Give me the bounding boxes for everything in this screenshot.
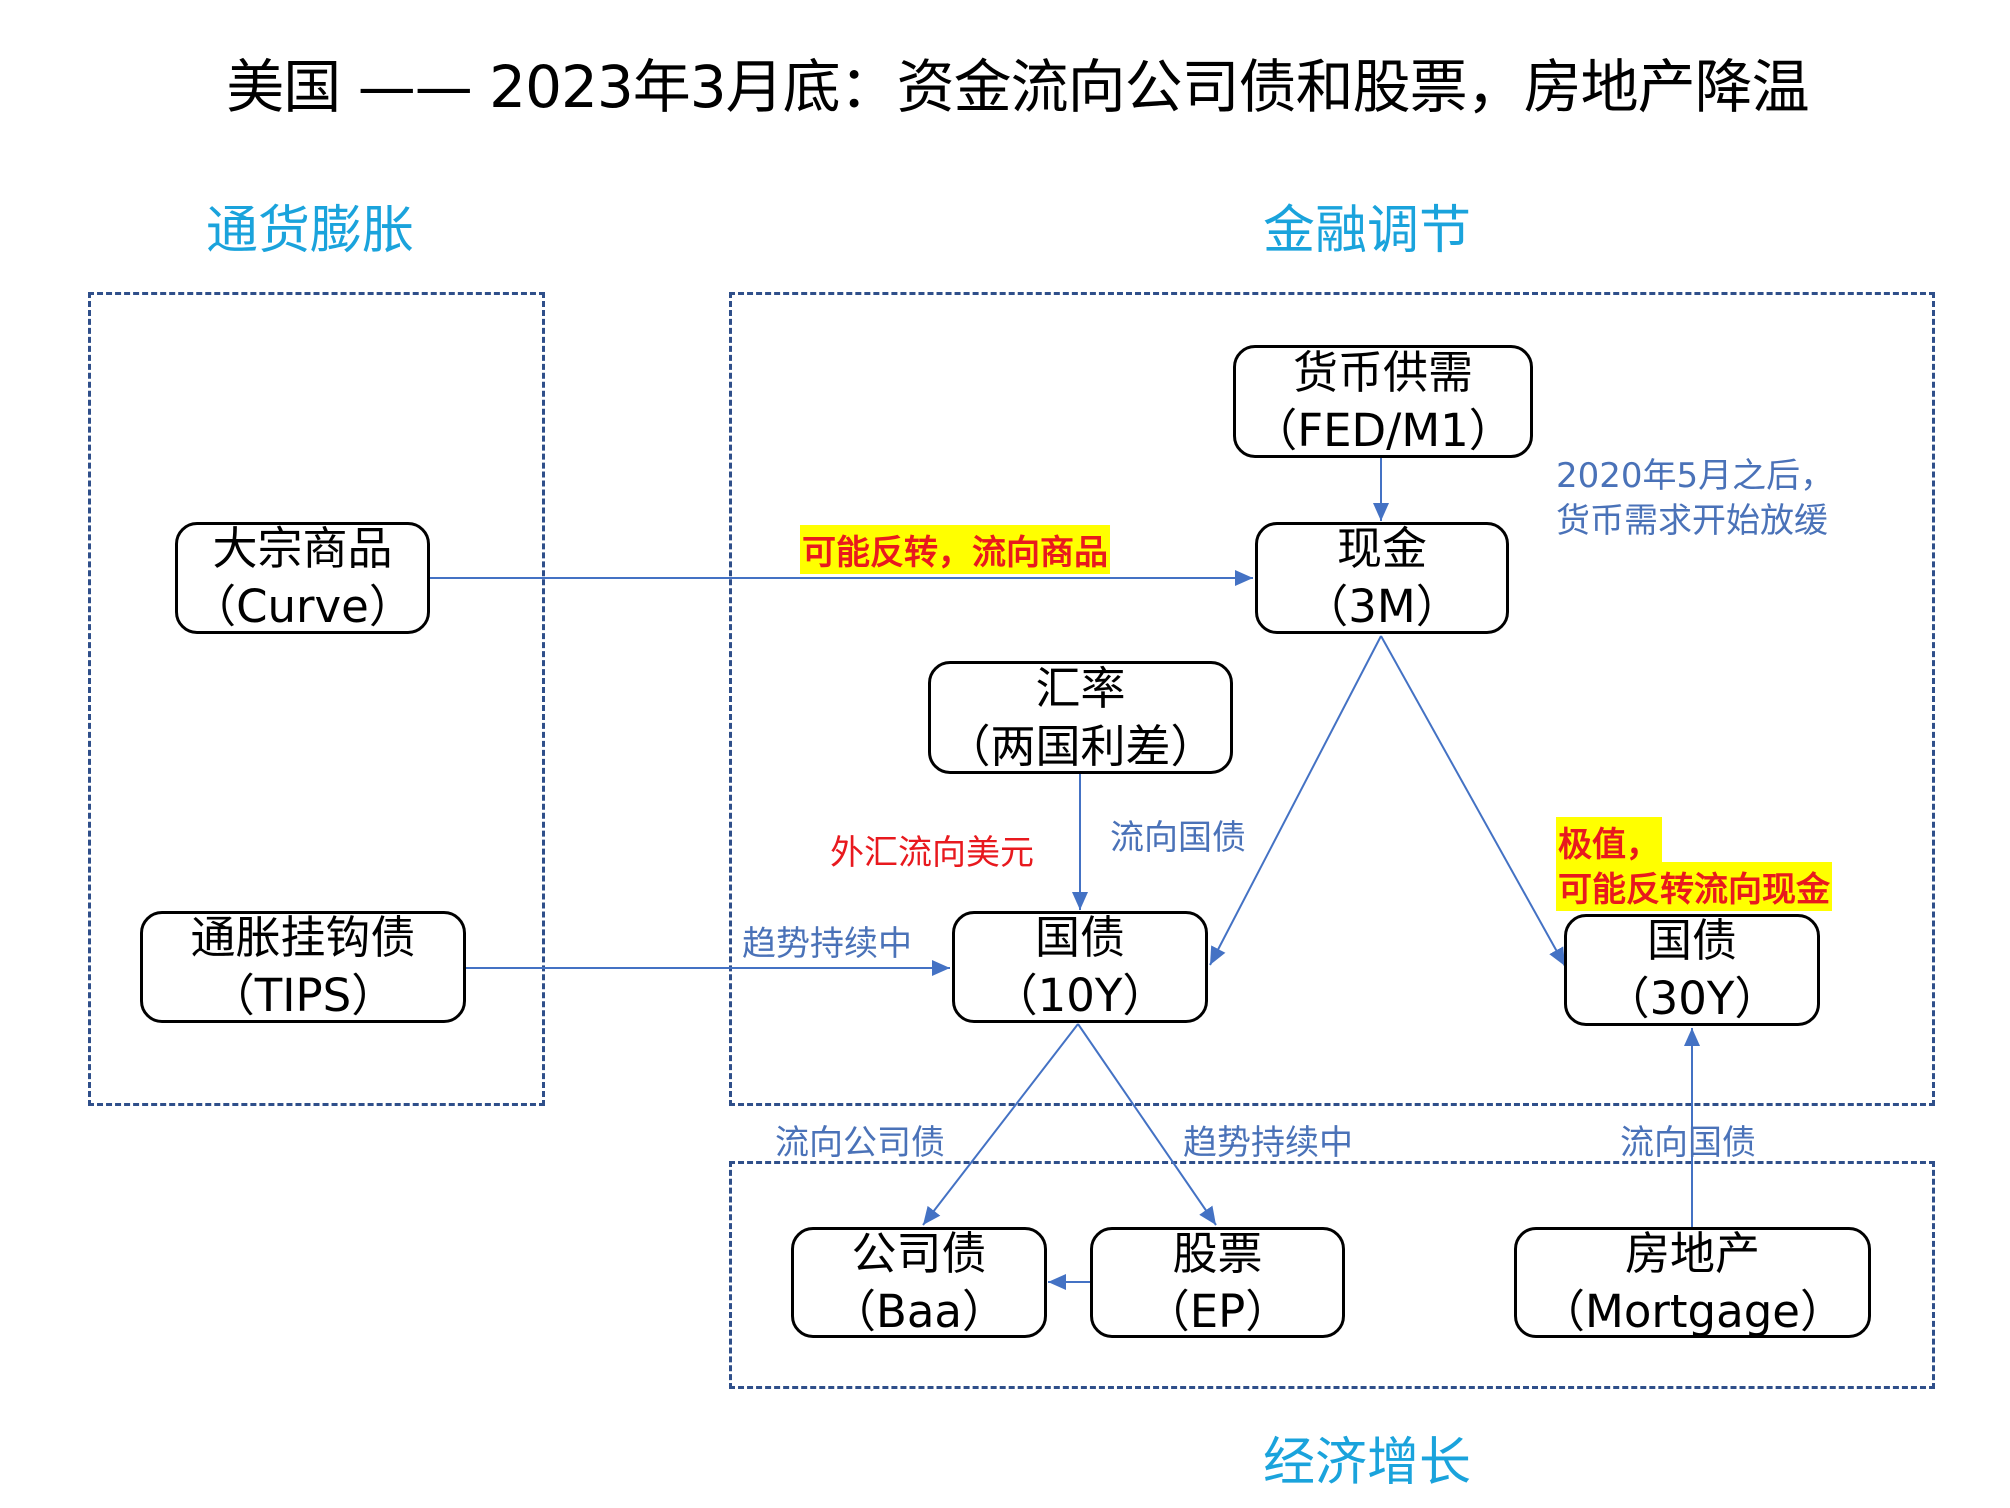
node-corporate-bonds-title: 公司债: [851, 1226, 987, 1280]
node-tips-subtitle: （TIPS）: [209, 969, 397, 1022]
node-fx-title: 汇率: [1035, 661, 1126, 715]
label-tips-to-10y: 趋势持续中: [742, 924, 912, 964]
money-note-line1: 2020年5月之后，: [1556, 456, 1835, 496]
node-treasury-30y-subtitle: （30Y）: [1604, 972, 1780, 1025]
node-fx[interactable]: 汇率 （两国利差）: [928, 661, 1233, 774]
arrow-cash-to-10y: [1209, 635, 1382, 966]
section-title-financial: 金融调节: [1263, 201, 1472, 261]
arrow-cash-to-30y: [1380, 635, 1566, 967]
label-fx-to-10y: 外汇流向美元: [830, 833, 1034, 873]
node-corporate-bonds[interactable]: 公司债 （Baa）: [791, 1227, 1047, 1338]
node-stocks-title: 股票: [1172, 1226, 1263, 1280]
node-money-supply-title: 货币供需: [1292, 345, 1473, 399]
node-real-estate-title: 房地产: [1624, 1226, 1760, 1280]
node-money-supply[interactable]: 货币供需 （FED/M1）: [1233, 345, 1533, 458]
label-realestate-to-30y: 流向国债: [1620, 1123, 1756, 1163]
node-stocks-subtitle: （EP）: [1144, 1284, 1291, 1338]
money-note-line2: 货币需求开始放缓: [1556, 501, 1828, 541]
label-10y-to-stocks: 趋势持续中: [1183, 1123, 1353, 1163]
section-title-growth: 经济增长: [1263, 1433, 1472, 1493]
label-cash-to-30y-line2: 可能反转流向现金: [1556, 862, 1832, 911]
node-tips[interactable]: 通胀挂钩债 （TIPS）: [140, 911, 466, 1023]
node-tips-title: 通胀挂钩债: [190, 911, 416, 964]
node-cash[interactable]: 现金 （3M）: [1255, 522, 1509, 634]
node-money-supply-subtitle: （FED/M1）: [1252, 403, 1514, 457]
node-treasury-30y[interactable]: 国债 （30Y）: [1564, 914, 1820, 1026]
label-cash-to-10y: 流向国债: [1110, 818, 1246, 858]
node-commodities-subtitle: （Curve）: [191, 580, 414, 633]
node-treasury-10y-title: 国债: [1034, 911, 1125, 964]
node-treasury-10y[interactable]: 国债 （10Y）: [952, 911, 1208, 1023]
section-title-inflation: 通货膨胀: [206, 201, 415, 261]
node-real-estate-subtitle: （Mortgage）: [1540, 1284, 1845, 1338]
growth-group-box: [729, 1161, 1935, 1389]
node-treasury-10y-subtitle: （10Y）: [992, 969, 1168, 1022]
node-cash-subtitle: （3M）: [1303, 580, 1461, 633]
node-stocks[interactable]: 股票 （EP）: [1090, 1227, 1345, 1338]
node-real-estate[interactable]: 房地产 （Mortgage）: [1514, 1227, 1871, 1338]
arrow-10y-to-corp: [922, 1023, 1079, 1226]
node-commodities-title: 大宗商品: [212, 522, 393, 575]
label-commodities-to-cash: 可能反转，流向商品: [800, 525, 1110, 574]
inflation-group-box: [88, 292, 545, 1106]
node-treasury-30y-title: 国债: [1646, 914, 1737, 967]
label-10y-to-corp: 流向公司债: [775, 1123, 945, 1163]
page-title: 美国 —— 2023年3月底：资金流向公司债和股票，房地产降温: [226, 53, 1809, 121]
financial-group-box: [729, 292, 1935, 1106]
node-fx-subtitle: （两国利差）: [945, 719, 1216, 773]
node-cash-title: 现金: [1336, 522, 1427, 575]
node-commodities[interactable]: 大宗商品 （Curve）: [175, 522, 430, 634]
label-cash-to-30y-line1: 极值，: [1556, 817, 1662, 866]
arrow-10y-to-stocks: [1077, 1023, 1217, 1226]
node-corporate-bonds-subtitle: （Baa）: [830, 1284, 1008, 1338]
